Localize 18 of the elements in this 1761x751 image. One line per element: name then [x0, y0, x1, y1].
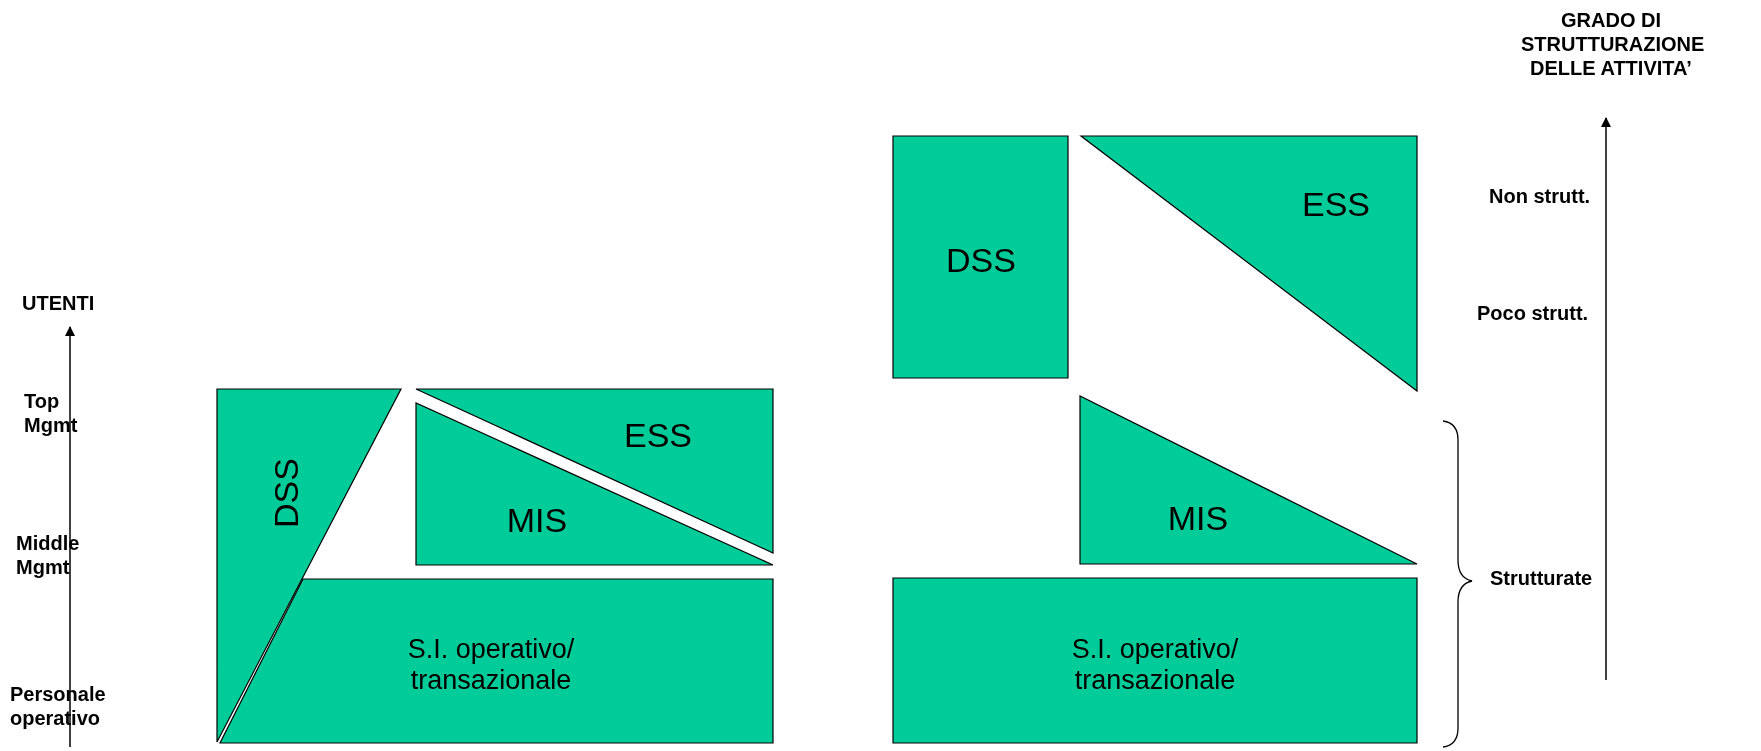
triangle-block: [1081, 136, 1417, 391]
block-label: DSS: [946, 241, 1016, 281]
triangle-block: [217, 389, 401, 742]
axis-label: Strutturate: [1490, 566, 1593, 590]
block-label: ESS: [624, 416, 692, 456]
trapezoid-block: [220, 579, 773, 743]
axis-title: UTENTI: [22, 291, 95, 315]
rect-block: [893, 578, 1417, 743]
block-label: MIS: [1167, 499, 1229, 539]
rect-block: [893, 136, 1068, 378]
block-label: S.I. operativo/ transazionale: [1070, 633, 1240, 697]
triangle-block: [1080, 396, 1417, 564]
axis-label: Non strutt.: [1489, 184, 1591, 208]
block-label: ESS: [1302, 185, 1370, 225]
block-label: MIS: [506, 501, 568, 541]
block-label: DSS: [267, 458, 307, 528]
axis-label: Poco strutt.: [1477, 301, 1589, 325]
block-label: S.I. operativo/ transazionale: [406, 633, 576, 697]
